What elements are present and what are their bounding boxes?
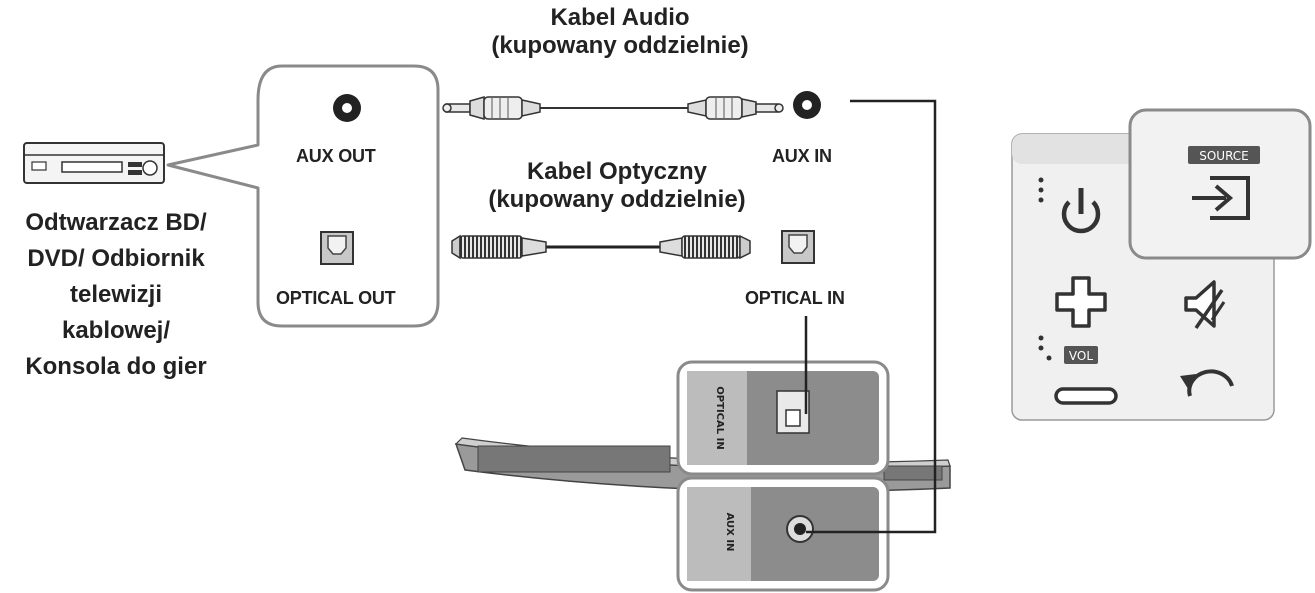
- source-badge: [1188, 146, 1260, 164]
- minus-icon: [1054, 387, 1118, 405]
- optical-port-icon: [781, 230, 815, 264]
- optical-cable-title-line2: (kupowany oddzielnie): [488, 186, 746, 213]
- optical-in-panel: OPTICAL IN: [676, 360, 890, 476]
- audio-cable: [442, 96, 784, 120]
- source-ports-callout: [166, 64, 440, 328]
- optical-port-icon: [320, 231, 354, 265]
- plus-icon: [1055, 276, 1107, 328]
- power-icon: [1038, 177, 1101, 234]
- optical-in-label: OPTICAL IN: [745, 288, 845, 308]
- aux-connection-line: [806, 99, 937, 534]
- source-input-icon: [1192, 176, 1250, 220]
- optical-cable-title-line1: Kabel Optyczny: [526, 158, 708, 185]
- audio-cable-title: Kabel Audio (kupowany oddzielnie): [480, 4, 760, 60]
- aux-in-panel-label: AUX IN: [724, 513, 735, 552]
- source-device-label-line: Odtwarzacz BD/: [25, 209, 207, 236]
- vol-badge-label: VOL: [1069, 349, 1093, 363]
- source-device-label-line: Konsola do gier: [25, 353, 207, 380]
- audio-cable-title-line2: (kupowany oddzielnie): [491, 32, 749, 59]
- aux-jack-icon: [333, 94, 361, 122]
- optical-in-panel-label: OPTICAL IN: [714, 386, 725, 449]
- audio-cable-title-line1: Kabel Audio: [550, 4, 690, 31]
- source-device-label-line: kablowej/: [61, 317, 171, 344]
- aux-in-panel: AUX IN: [676, 476, 890, 592]
- vol-indicator: VOL: [1038, 335, 1098, 364]
- source-device-label: Odtwarzacz BD/ DVD/ Odbiornik telewizji …: [0, 205, 232, 385]
- aux-jack-icon: [793, 91, 821, 119]
- control-panel: [1011, 108, 1312, 421]
- source-device-label-line: DVD/ Odbiornik: [27, 245, 205, 272]
- aux-in-label: AUX IN: [772, 146, 832, 166]
- bd-player-icon: [23, 142, 165, 184]
- mute-icon: [1184, 280, 1226, 329]
- optical-cable-title: Kabel Optyczny (kupowany oddzielnie): [462, 158, 772, 214]
- aux-out-label: AUX OUT: [296, 146, 376, 166]
- optical-out-label: OPTICAL OUT: [276, 288, 396, 308]
- source-device-label-line: telewizji: [69, 281, 163, 308]
- source-badge-label: SOURCE: [1199, 149, 1249, 163]
- repeat-icon: [1180, 369, 1234, 397]
- optical-cable: [451, 234, 751, 260]
